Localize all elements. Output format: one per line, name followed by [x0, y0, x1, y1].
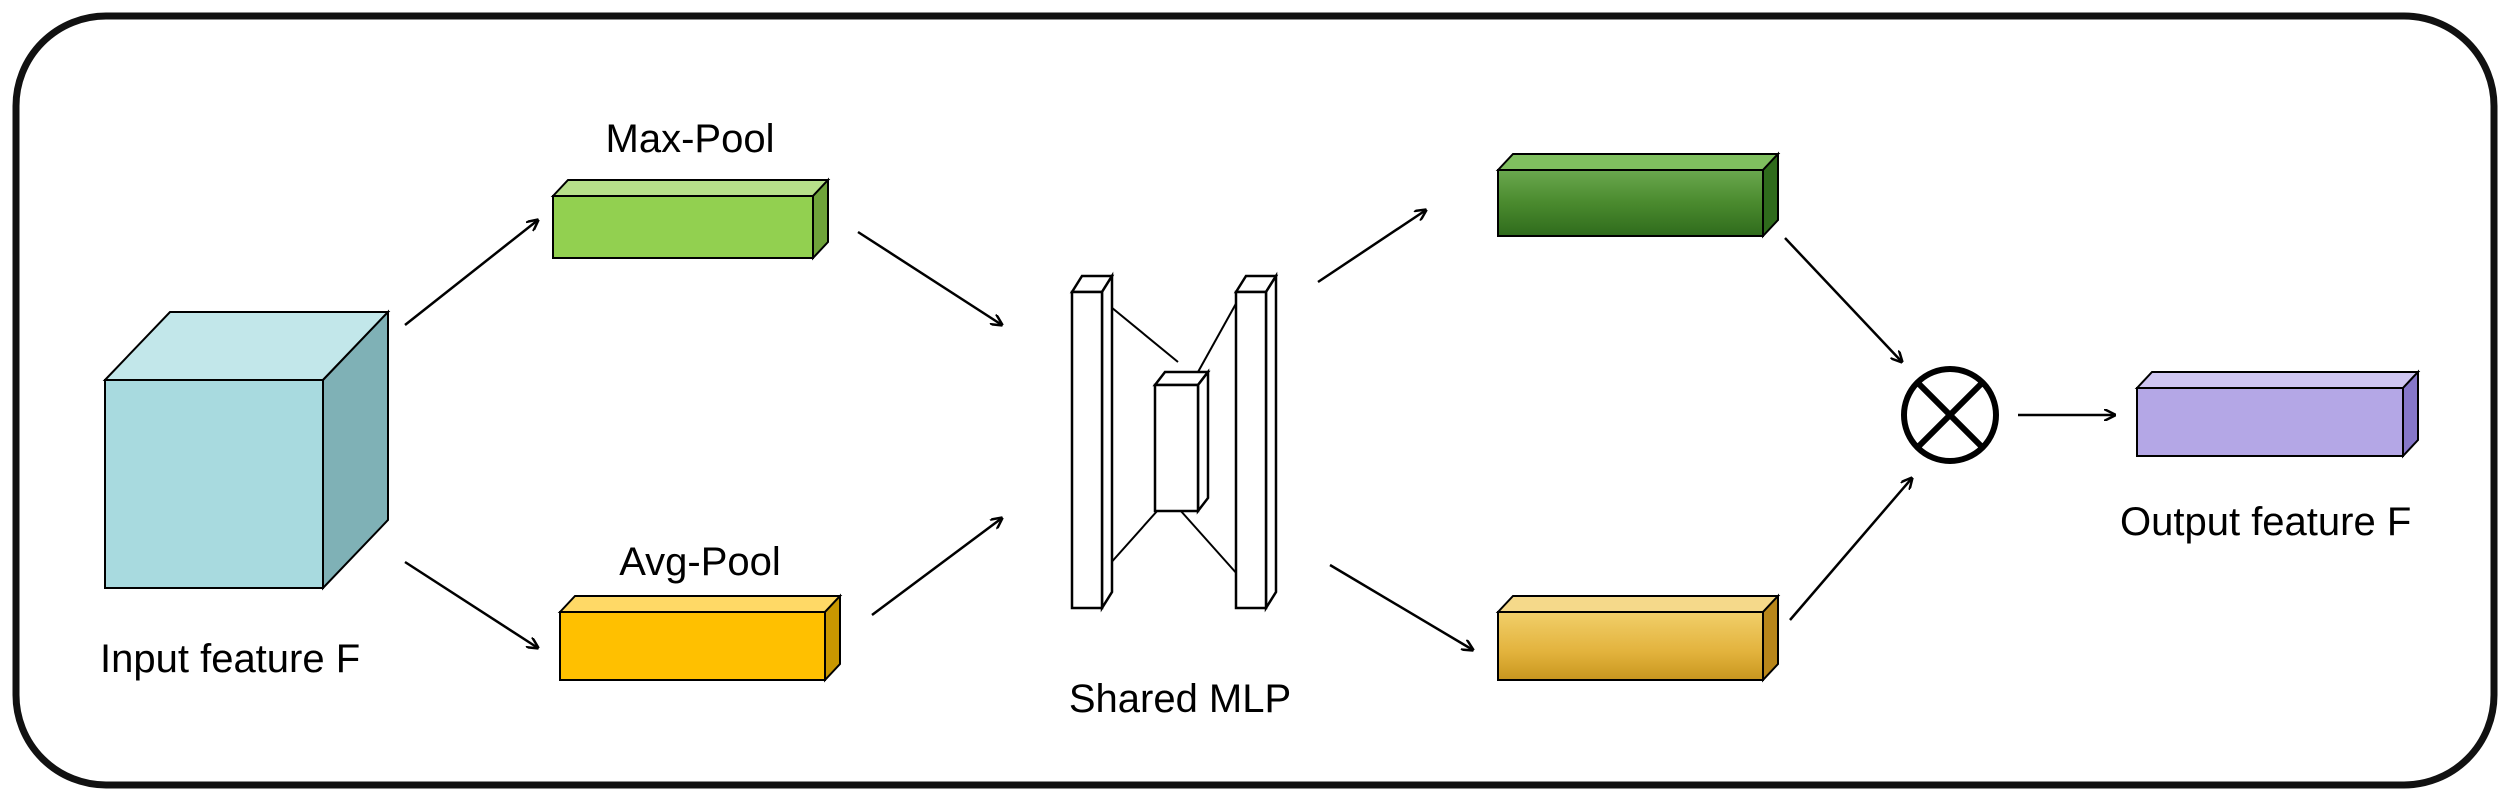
- mlp-middle-bar-front: [1153, 383, 1200, 513]
- shared-mlp-block: [1069, 271, 1279, 613]
- circled-times-icon: [1901, 366, 1999, 464]
- output-feature-label: Output feature F: [2120, 500, 2411, 544]
- mlp-middle-bar-side: [1196, 368, 1210, 515]
- arrow-avg-pool-to-mlp: [871, 518, 1002, 617]
- mlp-avg-output-bar: [1495, 593, 1781, 683]
- input-feature-cube: [102, 309, 391, 591]
- shared-mlp-label: Shared MLP: [1069, 677, 1291, 721]
- mlp-avg-output-bar-top: [1495, 595, 1781, 613]
- mlp-connection-line: [1179, 509, 1239, 576]
- mlp-right-bar-front: [1234, 290, 1268, 610]
- max-pool-bar-top: [550, 179, 831, 197]
- arrow-mlp-to-max-output: [1317, 210, 1426, 284]
- arrow-avg-output-to-multiply: [1789, 478, 1912, 621]
- max-pool-bar-front: [552, 195, 814, 259]
- input-cube-front-face: [104, 379, 324, 589]
- avg-pool-bar-side: [824, 593, 841, 683]
- arrow-input-to-max-pool: [404, 220, 538, 326]
- avg-pool-label: Avg-Pool: [619, 540, 781, 584]
- max-pool-bar: [550, 177, 831, 261]
- mlp-avg-output-bar-front: [1497, 611, 1764, 681]
- output-feature-bar: [2134, 369, 2421, 459]
- output-bar-front: [2136, 387, 2404, 457]
- output-bar-top: [2134, 371, 2421, 389]
- output-bar-side: [2402, 369, 2419, 459]
- avg-pool-bar: [557, 593, 843, 683]
- mlp-max-output-bar-side: [1762, 151, 1779, 239]
- avg-pool-bar-front: [559, 611, 826, 681]
- arrow-max-output-to-multiply: [1784, 237, 1902, 362]
- mlp-max-output-bar-front: [1497, 169, 1764, 237]
- mlp-right-bar-side: [1264, 271, 1278, 613]
- mlp-max-output-bar-top: [1495, 153, 1781, 171]
- mlp-avg-output-bar-side: [1762, 593, 1779, 683]
- avg-pool-bar-top: [557, 595, 843, 613]
- max-pool-label: Max-Pool: [606, 117, 775, 161]
- mlp-max-output-bar: [1495, 151, 1781, 239]
- mlp-left-bar-front: [1070, 290, 1104, 610]
- mlp-connection-line: [1197, 299, 1239, 373]
- mlp-left-bar-side: [1100, 271, 1114, 613]
- arrow-max-pool-to-mlp: [857, 230, 1002, 325]
- arrow-mlp-to-avg-output: [1329, 563, 1473, 650]
- arrow-input-to-avg-pool: [404, 560, 538, 648]
- input-feature-label: Input feature F: [100, 637, 360, 681]
